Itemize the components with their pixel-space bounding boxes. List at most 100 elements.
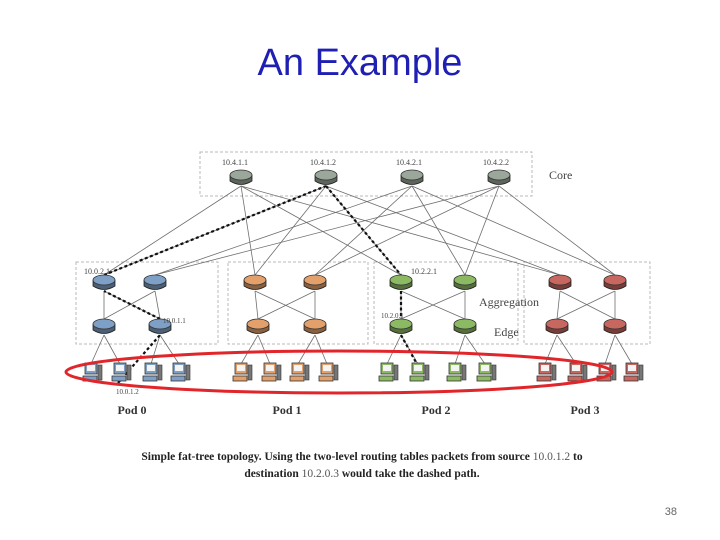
pod-3-box: [523, 261, 651, 345]
pod1-host-1: [232, 362, 253, 382]
core-switch-2: [314, 169, 338, 185]
core-agg-link: [325, 185, 561, 276]
caption-text-4: would take the dashed path.: [341, 468, 480, 480]
pod0-aggregation-switch-1: [92, 274, 116, 290]
core-agg-link: [240, 185, 402, 276]
core-agg-link: [314, 185, 500, 276]
edge-host-link: [556, 334, 577, 365]
core-ip-4: 10.4.2.2: [483, 158, 509, 167]
routing-path-link: [103, 184, 327, 277]
pod1-host-3: [289, 362, 310, 382]
core-agg-link: [314, 185, 413, 276]
pod3-host-2: [567, 362, 588, 382]
pod2-host-1: [378, 362, 399, 382]
agg-edge-link: [556, 290, 616, 320]
caption-text-2: to: [573, 451, 583, 463]
edge-host-link: [240, 334, 259, 365]
core-ip-1: 10.4.1.1: [222, 158, 248, 167]
edge-host-link: [90, 334, 105, 365]
core-ip-2: 10.4.1.2: [310, 158, 336, 167]
slide-title: An Example: [257, 42, 463, 84]
pod1-host-4: [318, 362, 339, 382]
pod0-host-ip: 10.0.1.2: [116, 388, 139, 396]
nodes-layer: [82, 169, 644, 382]
core-agg-link: [103, 185, 242, 276]
core-agg-link: [498, 185, 616, 276]
pod0-edge-ip: 10.0.1.1: [163, 317, 186, 325]
figure-caption: Simple fat-tree topology. Using the two-…: [112, 449, 612, 483]
agg-edge-link: [556, 290, 561, 320]
aggregation-label: Aggregation: [479, 295, 539, 309]
links-layer: [90, 184, 633, 384]
agg-edge-link: [559, 290, 616, 320]
edge-host-link: [454, 334, 466, 365]
edge-host-link: [257, 334, 271, 365]
pod3-edge-switch-2: [603, 318, 627, 334]
edge-host-link: [614, 334, 633, 365]
agg-edge-link: [254, 290, 316, 320]
pod-1-label: Pod 1: [272, 403, 301, 417]
pod-3-label: Pod 3: [570, 403, 599, 417]
core-switch-4: [487, 169, 511, 185]
pod-2-box: [373, 261, 519, 345]
edge-host-link: [386, 334, 402, 365]
pod2-aggregation-switch-1: [389, 274, 413, 290]
pod2-host-3: [446, 362, 467, 382]
routing-path-link: [103, 290, 161, 320]
caption-text-3: destination: [244, 468, 299, 480]
pod-0-label: Pod 0: [117, 403, 146, 417]
agg-edge-link: [254, 290, 259, 320]
pod2-edge-ip: 10.2.0.1: [381, 312, 404, 320]
core-switch-3: [400, 169, 424, 185]
pod3-aggregation-switch-2: [603, 274, 627, 290]
pod-2-label: Pod 2: [421, 403, 450, 417]
pod1-edge-switch-1: [246, 318, 270, 334]
edge-host-link: [297, 334, 316, 365]
agg-edge-link: [400, 290, 466, 320]
core-agg-link: [411, 185, 466, 276]
edge-host-link: [464, 334, 486, 365]
core-agg-link: [154, 185, 500, 276]
edge-host-link: [314, 334, 328, 365]
pod0-host-3: [142, 362, 163, 382]
pod0-agg-ip: 10.0.2.1: [84, 267, 110, 276]
routing-path-link: [325, 185, 402, 276]
edge-host-link: [150, 334, 161, 365]
pod2-edge-switch-2: [453, 318, 477, 334]
pod-1-box: [227, 261, 369, 345]
core-agg-link: [411, 185, 616, 276]
pod2-aggregation-switch-2: [453, 274, 477, 290]
pod3-host-1: [536, 362, 557, 382]
pod0-aggregation-switch-2: [143, 274, 167, 290]
pod1-aggregation-switch-1: [243, 274, 267, 290]
agg-edge-link: [103, 290, 156, 320]
core-agg-link: [464, 185, 500, 276]
pod1-host-2: [261, 362, 282, 382]
pod1-edge-switch-2: [303, 318, 327, 334]
pod2-host-2: [409, 362, 430, 382]
hosts-highlight-ellipse: [64, 349, 614, 395]
pod3-host-4: [623, 362, 644, 382]
core-label: Core: [549, 168, 572, 182]
edge-host-link: [159, 334, 180, 365]
pod0-edge-switch-1: [92, 318, 116, 334]
core-agg-link: [240, 185, 561, 276]
core-group-box: [199, 151, 533, 197]
agg-edge-link: [154, 290, 161, 320]
edge-label: Edge: [494, 325, 519, 339]
pod2-edge-switch-1: [389, 318, 413, 334]
core-agg-link: [254, 185, 327, 276]
caption-destination-ip: 10.2.0.3: [301, 468, 339, 480]
pod0-host-2: [111, 362, 132, 382]
pod0-host-4: [170, 362, 191, 382]
pod3-edge-switch-1: [545, 318, 569, 334]
core-agg-link: [154, 185, 413, 276]
page-number: 38: [664, 506, 677, 518]
pod-0-box: [75, 261, 219, 345]
agg-edge-link: [257, 290, 316, 320]
pod1-aggregation-switch-2: [303, 274, 327, 290]
pod2-host-4: [476, 362, 497, 382]
pod3-aggregation-switch-1: [548, 274, 572, 290]
pod0-edge-switch-2: [148, 318, 172, 334]
